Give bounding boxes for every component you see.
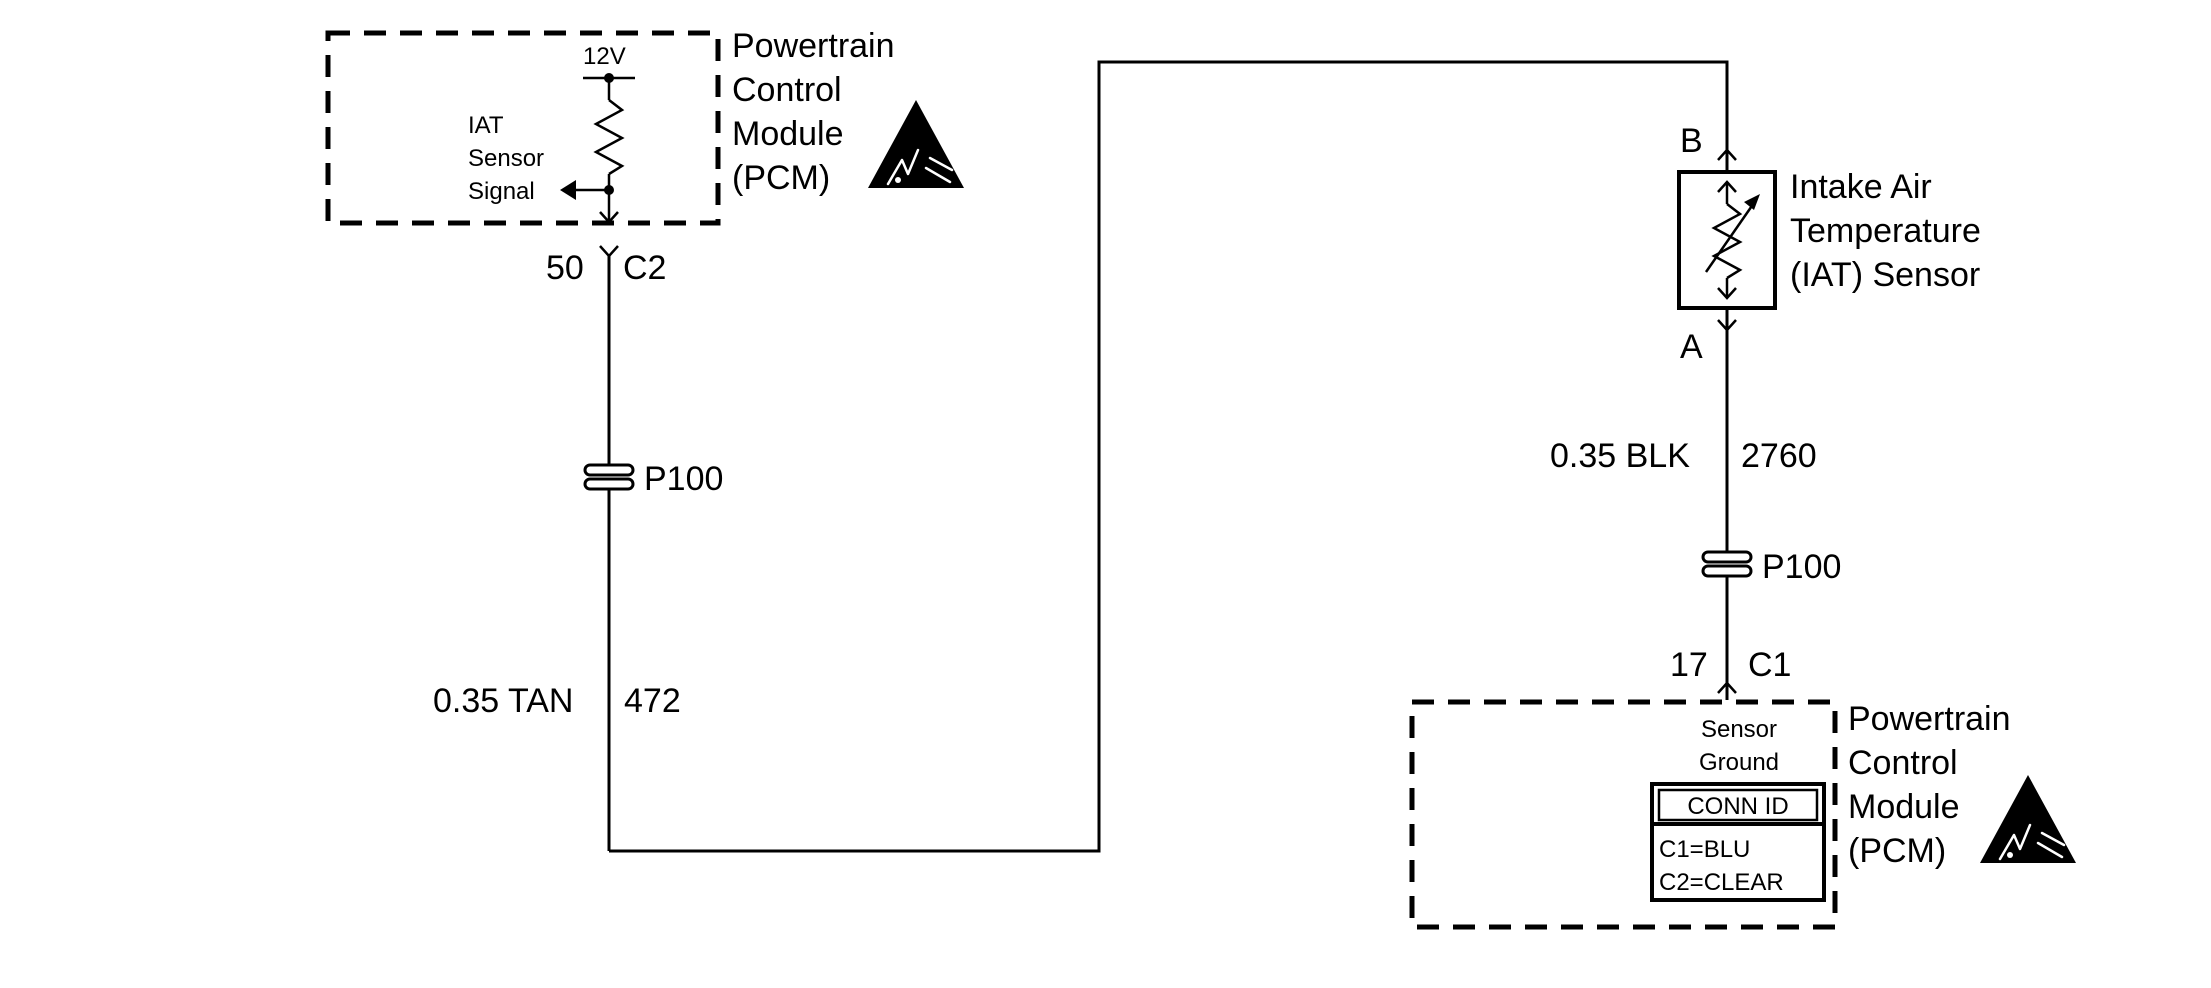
pcm-top-dashed-outline: [325, 30, 721, 226]
conn-id-row-1: C1=BLU: [1659, 836, 1750, 863]
esd-sensitive-icon: [1980, 775, 2076, 863]
wire-left-circuit-number: 472: [624, 682, 681, 720]
pcm-top-module: Powertrain Control Module (PCM) 12V IAT …: [325, 27, 964, 287]
connector-terminal-icon: [599, 245, 619, 258]
sensor-name-line-2: Temperature: [1790, 212, 1981, 250]
conn-id-row-2: C2=CLEAR: [1659, 869, 1784, 896]
pcm-top-module-label-line-1: Powertrain: [732, 27, 895, 65]
wire-left-gauge-color: 0.35 TAN: [433, 682, 573, 720]
iat-signal-label-line-1: IAT: [468, 112, 504, 139]
pcm-bottom-connector-id: C1: [1748, 646, 1791, 684]
wire-right-circuit-number: 2760: [1741, 437, 1817, 475]
pcm-bottom-module-label-line-4: (PCM): [1848, 832, 1946, 870]
pcm-bottom-module-label-line-1: Powertrain: [1848, 700, 2011, 738]
sensor-name-line-1: Intake Air: [1790, 168, 1932, 206]
sensor-ground-label-line-2: Ground: [1699, 749, 1779, 776]
esd-sensitive-icon: [868, 100, 964, 188]
variable-resistor-icon: [1704, 180, 1760, 300]
wire-2760-blk: 0.35 BLK 2760 P100: [1550, 330, 1841, 683]
splice-icon: [1701, 550, 1753, 578]
splice-left-label: P100: [644, 460, 723, 498]
sensor-ground-label-line-1: Sensor: [1701, 716, 1777, 743]
conn-id-table: CONN ID C1=BLU C2=CLEAR: [1650, 782, 1826, 902]
pull-up-resistor-icon: [560, 73, 635, 224]
wire-right-gauge-color: 0.35 BLK: [1550, 437, 1690, 475]
conn-id-header: CONN ID: [1687, 793, 1788, 820]
pcm-top-module-label-line-2: Control: [732, 71, 842, 109]
sensor-terminal-a-label: A: [1680, 328, 1703, 366]
iat-signal-label-line-3: Signal: [468, 178, 535, 205]
pcm-top-pin-number: 50: [546, 249, 584, 287]
splice-icon: [583, 463, 635, 491]
pcm-top-module-label-line-4: (PCM): [732, 159, 830, 197]
sensor-name-line-3: (IAT) Sensor: [1790, 256, 1980, 294]
iat-sensor: B A Intake Air Temperature (IAT) Sensor: [1677, 122, 1981, 366]
wire-472-tan: P100 0.35 TAN 472: [433, 60, 1729, 853]
sensor-terminal-b-label: B: [1680, 122, 1703, 160]
iat-signal-label-line-2: Sensor: [468, 145, 544, 172]
pcm-bottom-module-label-line-3: Module: [1848, 788, 1960, 826]
pcm-bottom-module-label-line-2: Control: [1848, 744, 1958, 782]
pcm-bottom-module: 17 C1 Sensor Ground CONN ID C1=BLU C2=CL…: [1409, 646, 2076, 930]
splice-right-label: P100: [1762, 548, 1841, 586]
pcm-top-module-label-line-3: Module: [732, 115, 844, 153]
pcm-top-connector-id: C2: [623, 249, 666, 287]
pcm-bottom-pin-number: 17: [1670, 646, 1708, 684]
supply-voltage-label: 12V: [583, 43, 626, 70]
